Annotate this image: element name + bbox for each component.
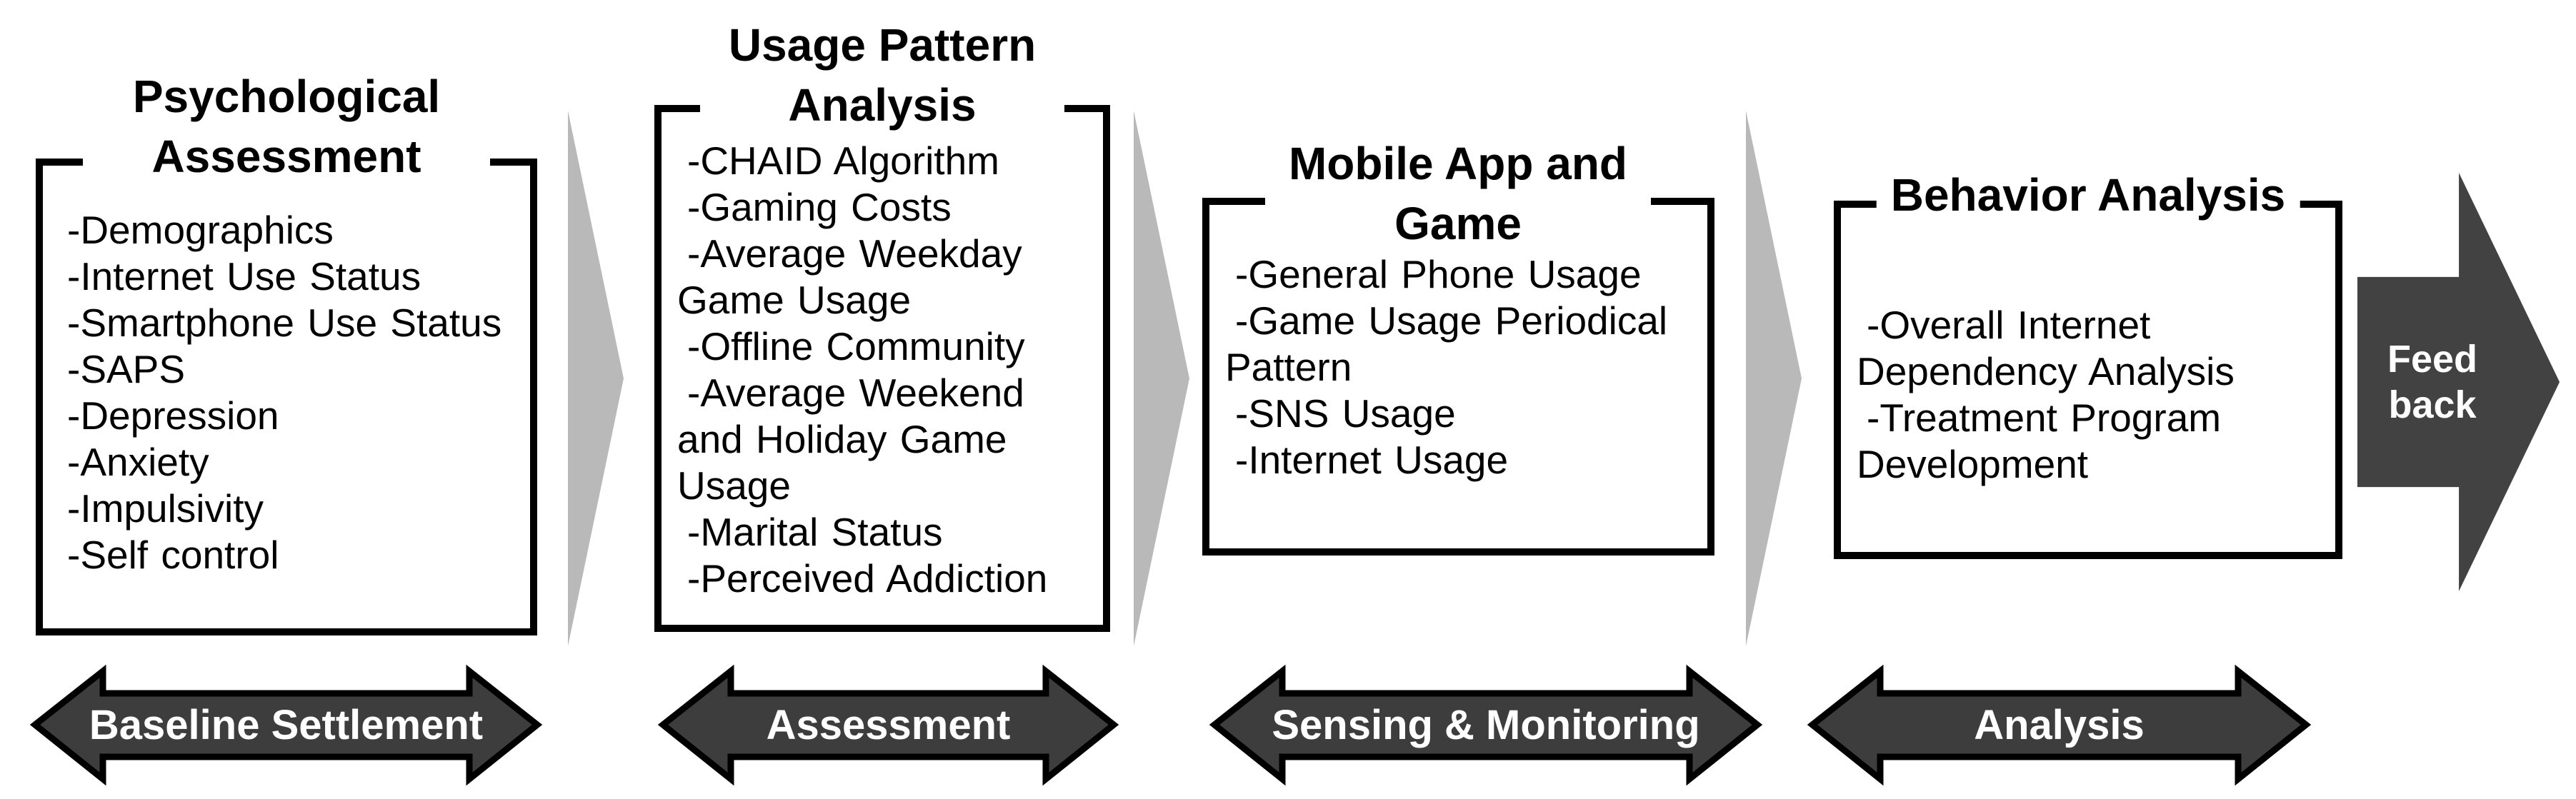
list-item: -Average Weekend and Holiday Game Usage	[677, 371, 1024, 508]
stage-box-mobile-app-and-game: -General Phone Usage -Game Usage Periodi…	[1202, 198, 1714, 556]
stage-box-usage-pattern-analysis: -CHAID Algorithm -Gaming Costs -Average …	[654, 105, 1110, 632]
stage-title: Psychological Assessment	[83, 65, 490, 188]
phase-arrow-sensing-monitoring-icon	[1209, 664, 1763, 786]
stage-title: Behavior Analysis	[1876, 164, 2300, 226]
phase-arrow-label: Baseline Settlement	[89, 702, 484, 748]
list-item: -Offline Community	[687, 324, 1025, 368]
phase-arrow-label: Sensing & Monitoring	[1272, 702, 1700, 748]
list-item: -Anxiety	[67, 440, 209, 484]
list-item: -Smartphone Use Status	[67, 301, 502, 345]
list-item: -SAPS	[67, 347, 186, 391]
list-item: -General Phone Usage	[1235, 252, 1642, 296]
stage-box-behavior-analysis: -Overall Internet Dependency Analysis -T…	[1834, 201, 2342, 559]
phase-arrow-baseline-settlement-icon	[29, 664, 543, 786]
list-item: -Depression	[67, 393, 279, 438]
list-item: -CHAID Algorithm	[687, 139, 999, 183]
flow-arrow-icon	[568, 111, 624, 646]
flow-arrow-icon	[1134, 111, 1189, 646]
flow-arrow-icon	[1746, 111, 1802, 646]
feedback-label: Feed back	[2387, 338, 2478, 426]
stage-title: Usage Pattern Analysis	[700, 14, 1064, 136]
stage-title: Mobile App and Game	[1265, 132, 1651, 255]
list-item: -Gaming Costs	[687, 185, 952, 229]
list-item: -SNS Usage	[1235, 391, 1456, 436]
phase-arrow-analysis-icon	[1807, 664, 2312, 786]
stage-box-psychological-assessment: -Demographics -Internet Use Status -Smar…	[36, 159, 537, 635]
list-item: -Marital Status	[687, 510, 943, 554]
list-item: -Treatment Program Development	[1857, 396, 2222, 486]
list-item: -Game Usage Periodical Pattern	[1225, 298, 1668, 389]
list-item: -Internet Use Status	[67, 254, 421, 298]
list-item: -Demographics	[67, 208, 334, 252]
phase-arrow-assessment-icon	[657, 664, 1119, 786]
list-item: -Self control	[67, 533, 279, 577]
list-item: -Perceived Addiction	[687, 556, 1048, 600]
list-item: -Internet Usage	[1235, 438, 1509, 482]
phase-arrow-label: Assessment	[766, 702, 1011, 748]
list-item: -Overall Internet Dependency Analysis	[1857, 303, 2235, 393]
list-item: -Impulsivity	[67, 486, 264, 531]
phase-arrow-label: Analysis	[1974, 702, 2145, 748]
list-item: -Average Weekday Game Usage	[677, 231, 1022, 322]
